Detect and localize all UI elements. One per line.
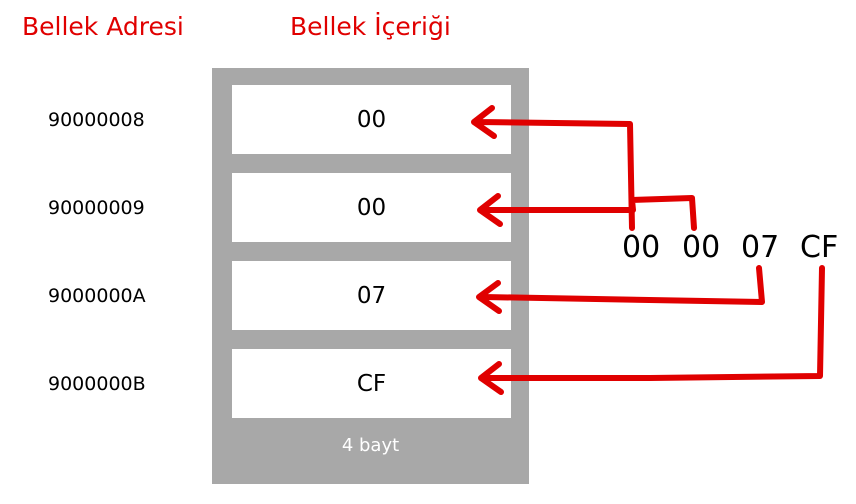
address-label-2: 90000009 <box>48 197 145 219</box>
memory-cell-2: 00 <box>232 173 511 242</box>
arrow-byte-4-to-cell-4 <box>478 265 825 395</box>
memory-content-header: Bellek İçeriği <box>290 12 451 41</box>
memory-cell-4: CF <box>232 349 511 418</box>
word-byte-2: 00 <box>682 230 721 265</box>
size-label: 4 bayt <box>341 435 400 456</box>
word-byte-3: 07 <box>741 230 780 265</box>
word-byte-4: CF <box>800 230 839 265</box>
memory-address-header: Bellek Adresi <box>22 12 184 41</box>
address-label-1: 90000008 <box>48 109 145 131</box>
memory-cell-1: 00 <box>232 85 511 154</box>
arrow-byte-1-to-cell-1 <box>471 105 635 231</box>
word-byte-1: 00 <box>622 230 661 265</box>
arrow-byte-2-to-cell-2 <box>477 193 697 231</box>
address-label-4: 9000000B <box>48 373 146 395</box>
arrow-byte-3-to-cell-3 <box>476 265 765 314</box>
address-label-3: 9000000A <box>48 285 146 307</box>
memory-block: 00 00 07 CF 4 bayt <box>212 68 529 484</box>
memory-cell-3: 07 <box>232 261 511 330</box>
